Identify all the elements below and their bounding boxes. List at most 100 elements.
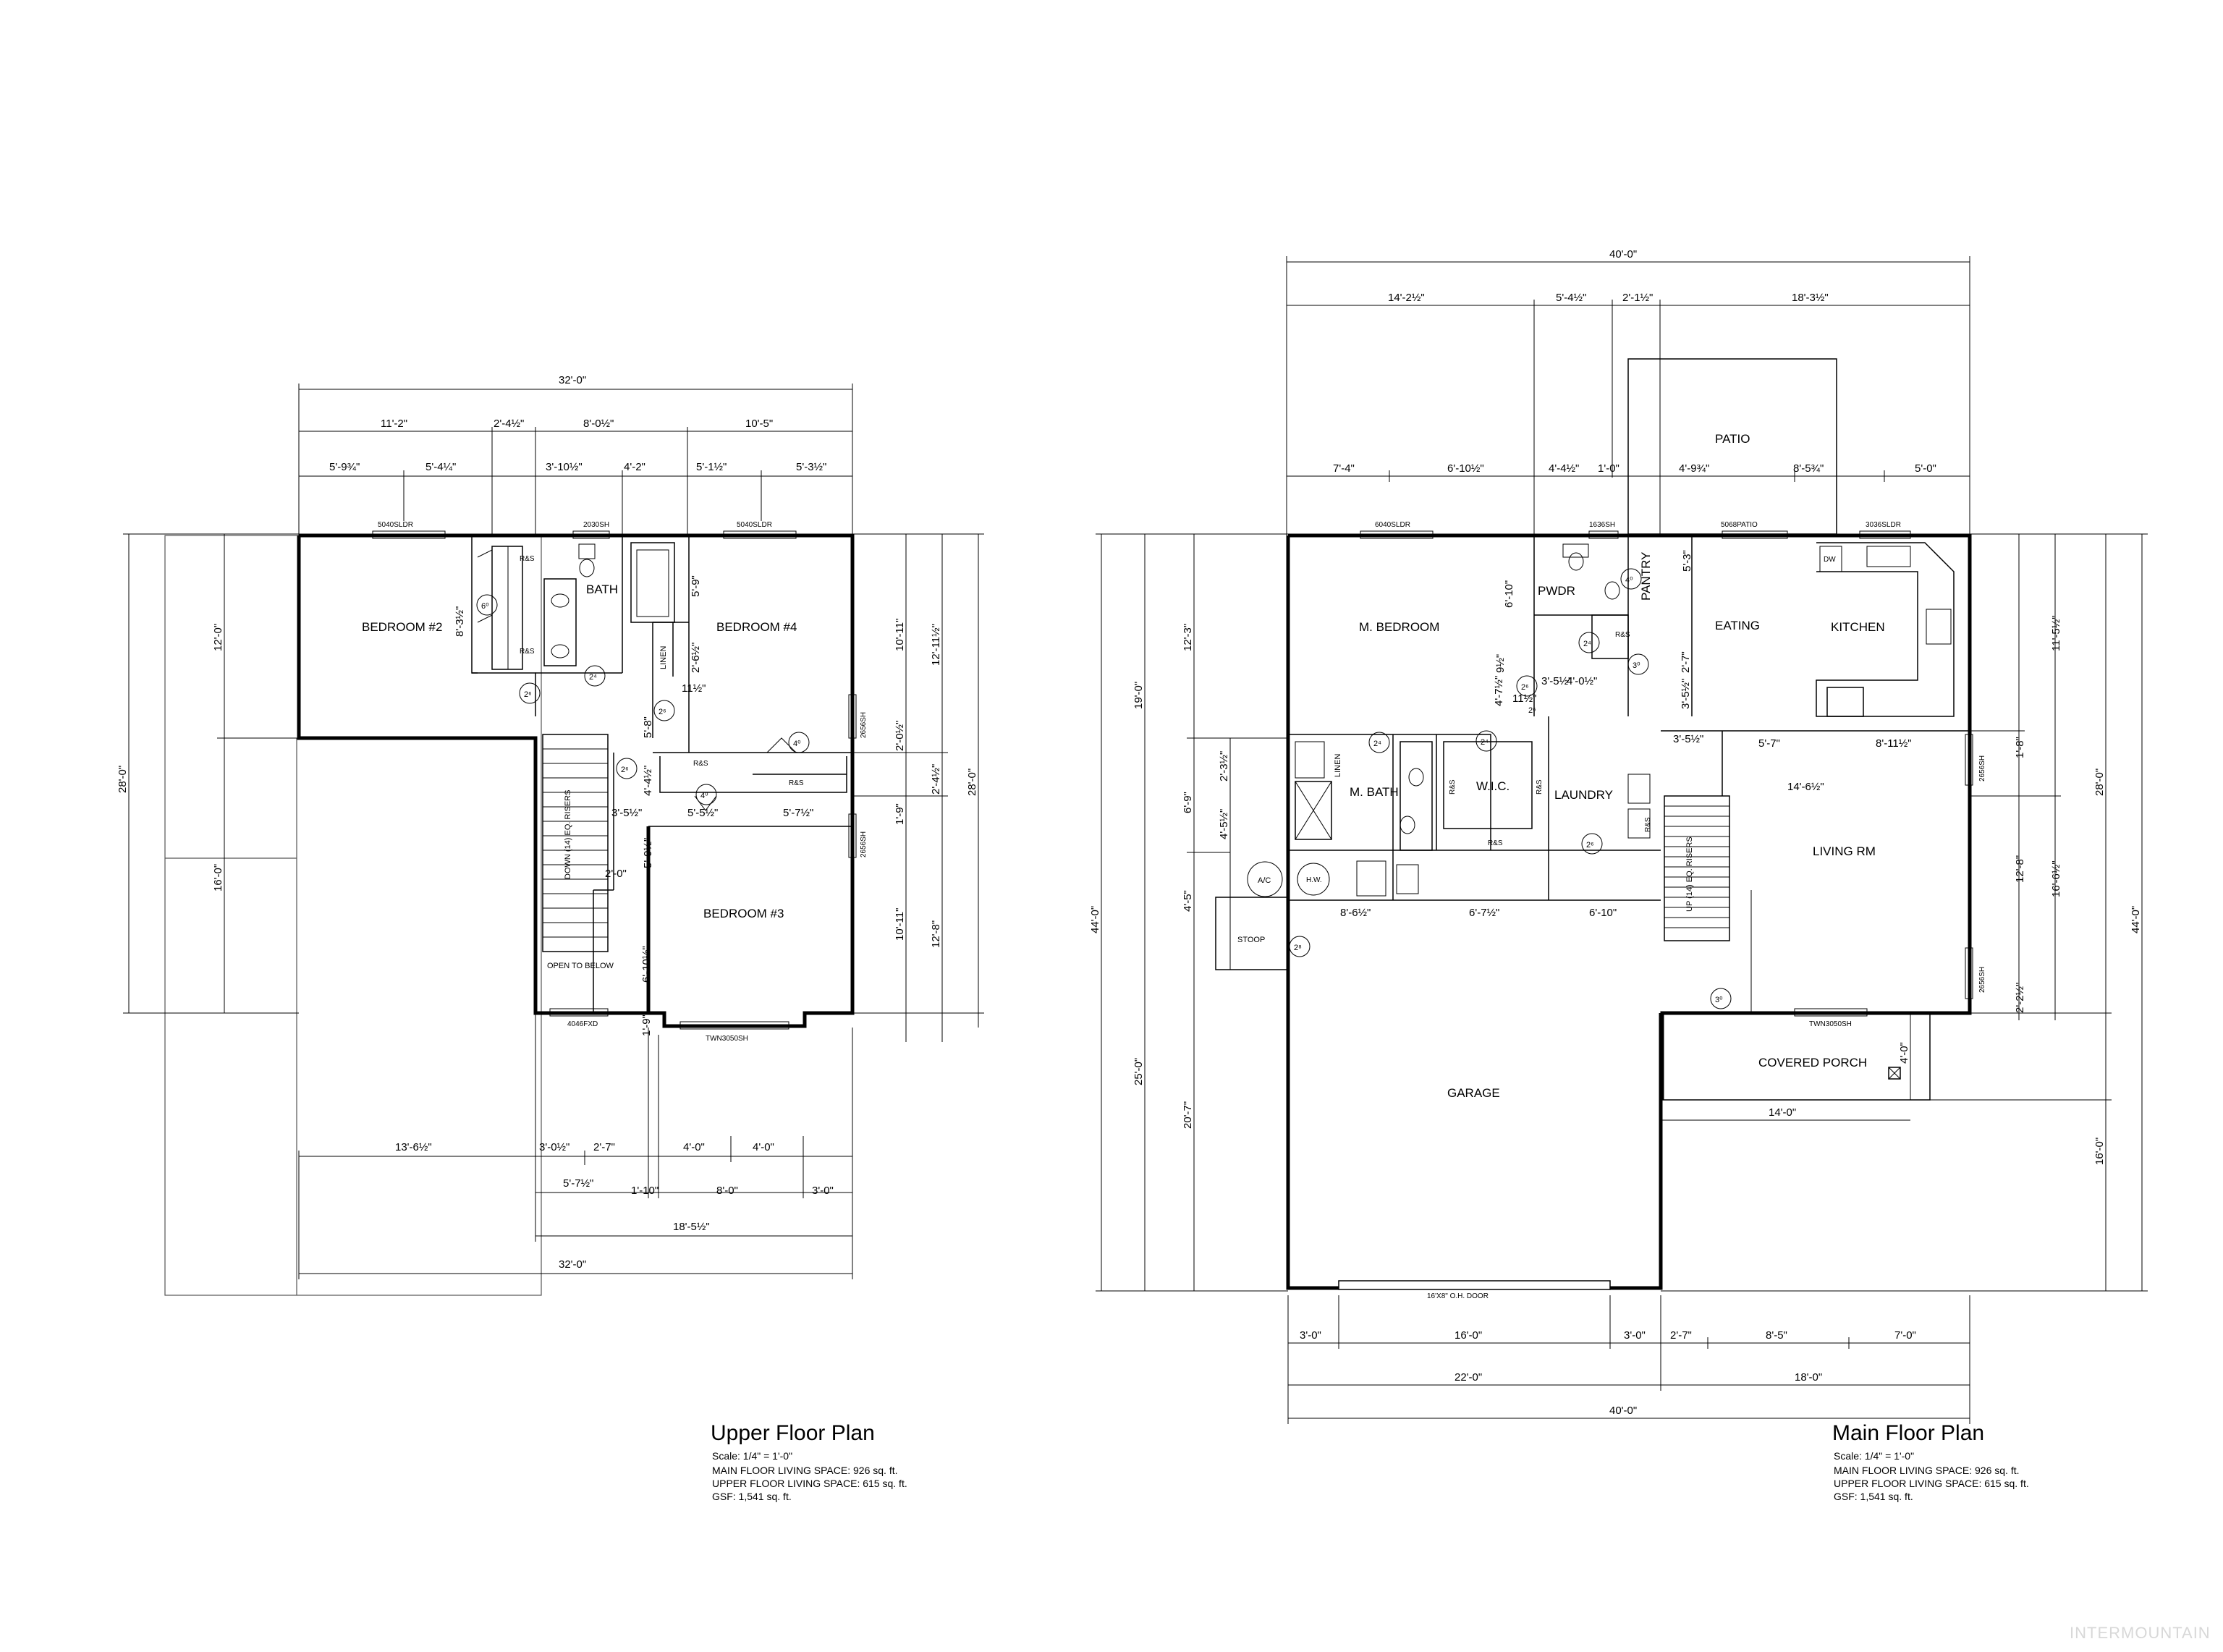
upper-window-3: 5040SLDR xyxy=(737,521,772,529)
upper-exterior-walls xyxy=(297,530,857,1030)
main-dim-b7: 22'-0" xyxy=(1455,1371,1482,1384)
main-door-tag-7: 2⁶ xyxy=(1586,841,1594,850)
upper-room-linen: LINEN xyxy=(659,646,668,669)
upper-dim-b10: 18'-5½" xyxy=(673,1221,710,1233)
main-dim-r6: 16'-6½" xyxy=(2050,860,2062,897)
main-dim-overall-top: 40'-0" xyxy=(1609,248,1637,260)
upper-door-tag-3: 2⁶ xyxy=(524,690,532,699)
upper-stairs-label: DOWN (14) EQ. RISERS xyxy=(564,790,572,879)
main-dim-b8: 18'-0" xyxy=(1795,1371,1822,1384)
main-plan-upper-space: UPPER FLOOR LIVING SPACE: 615 sq. ft. xyxy=(1834,1478,2029,1489)
main-dim-i10: 11½" xyxy=(1512,692,1536,705)
upper-window-2: 2030SH xyxy=(583,521,609,529)
upper-dim-r6: 1'-9" xyxy=(894,803,906,825)
upper-door-tags: 6⁰ 2⁴ 2⁶ 2⁶ 4⁰ 2⁶ 4⁰ xyxy=(476,594,810,805)
main-rs-3: R&S xyxy=(1536,779,1544,795)
main-dim-l5: 2'-3½" xyxy=(1218,751,1230,781)
main-dim-i2: 2'-7" xyxy=(1680,651,1692,673)
upper-window-5: 2656SH xyxy=(860,831,868,857)
main-dim-r7: 2'-2½" xyxy=(2014,983,2026,1013)
main-rs-2: R&S xyxy=(1449,779,1457,795)
main-dim-t3: 2'-1½" xyxy=(1622,292,1653,304)
upper-dimensions-top xyxy=(298,384,853,535)
main-dim-r3: 44'-0" xyxy=(2130,906,2142,933)
main-window-3: 5068PATIO xyxy=(1721,521,1758,529)
main-dim-t1: 14'-2½" xyxy=(1388,292,1425,304)
upper-room-bath: BATH xyxy=(586,583,618,596)
upper-dim-b7: 1'-10" xyxy=(631,1185,659,1197)
main-room-kitchen: KITCHEN xyxy=(1831,620,1885,634)
main-dim-b5: 8'-5" xyxy=(1766,1329,1787,1342)
main-window-6: 2656SH xyxy=(1978,967,1986,993)
upper-dim-in13: 1'-9" xyxy=(640,1015,653,1036)
main-window-5: 2656SH xyxy=(1978,755,1986,781)
upper-dim-r8: 2'-4½" xyxy=(930,764,942,795)
main-dim-i4: 3'-5½" xyxy=(1541,675,1572,687)
upper-door-tag-5: 4⁰ xyxy=(793,740,801,748)
upper-dim-in10: 5'-9½" xyxy=(642,838,654,868)
upper-plan-main-space: MAIN FLOOR LIVING SPACE: 926 sq. ft. xyxy=(712,1465,897,1476)
main-dimensions-left xyxy=(1096,533,1288,1292)
main-door-tag-9: 3⁰ xyxy=(1715,996,1723,1004)
upper-door-tag-2: 2⁴ xyxy=(589,673,597,682)
main-room-patio: PATIO xyxy=(1715,432,1750,446)
upper-plan-scale: Scale: 1/4" = 1'-0" xyxy=(712,1450,792,1462)
upper-dim-b5: 4'-0" xyxy=(753,1141,774,1153)
upper-room-bedroom2: BEDROOM #2 xyxy=(362,620,442,634)
upper-dim-overall: 32'-0" xyxy=(559,374,586,386)
main-dim-l3: 44'-0" xyxy=(1089,906,1101,933)
upper-dim-in7: 3'-5½" xyxy=(611,807,642,819)
main-dimensions-bottom xyxy=(1287,1295,1970,1424)
upper-dim-in1: 8'-3½" xyxy=(454,606,466,637)
main-dim-i15: 6'-7½" xyxy=(1469,907,1499,919)
main-dim-i14: 8'-6½" xyxy=(1340,907,1371,919)
main-room-laundry: LAUNDRY xyxy=(1554,788,1613,802)
upper-dim-b6: 5'-7½" xyxy=(563,1177,593,1190)
upper-door-tag-1: 6⁰ xyxy=(481,602,489,611)
upper-dim-d2: 2'-4½" xyxy=(494,418,524,430)
main-dim-t7: 4'-4½" xyxy=(1549,462,1579,475)
upper-dim-b8: 8'-0" xyxy=(716,1185,738,1197)
upper-dimensions-bottom xyxy=(298,1013,853,1279)
upper-window-4: 2656SH xyxy=(860,712,868,738)
main-dim-l2: 19'-0" xyxy=(1132,682,1145,709)
main-exterior-walls xyxy=(1215,530,1973,1290)
main-stairs-label: UP (14) EQ. RISERS xyxy=(1685,836,1694,912)
upper-plan-title: Upper Floor Plan xyxy=(711,1421,875,1445)
main-dim-i12: 5'-3" xyxy=(1681,550,1693,572)
upper-dim-d10: 5'-3½" xyxy=(796,461,826,473)
main-dim-b3: 3'-0" xyxy=(1624,1329,1646,1342)
upper-dim-b1: 13'-6½" xyxy=(395,1141,432,1153)
main-dim-r9: 16'-0" xyxy=(2093,1138,2106,1165)
upper-dim-right3: 28'-0" xyxy=(966,768,978,796)
main-room-mbed: M. BEDROOM xyxy=(1359,620,1439,634)
main-dim-l4: 6'-9" xyxy=(1182,792,1194,813)
main-dim-l8: 25'-0" xyxy=(1132,1058,1145,1085)
main-dim-b1: 3'-0" xyxy=(1300,1329,1321,1342)
upper-dim-in12: 6'-10½" xyxy=(640,946,653,983)
main-dim-l9: 20'-7" xyxy=(1182,1101,1194,1129)
upper-dim-r7: 2'-0½" xyxy=(894,721,906,751)
main-window-2: 1636SH xyxy=(1589,521,1615,529)
main-dim-i16: 6'-10" xyxy=(1589,907,1617,919)
upper-room-bedroom3: BEDROOM #3 xyxy=(703,907,784,920)
upper-dim-left2: 16'-0" xyxy=(212,864,224,891)
upper-dim-in11: 2'-0" xyxy=(605,868,627,880)
main-door-tag-4: 3⁰ xyxy=(1633,661,1640,670)
upper-dim-in3: 2'-6½" xyxy=(690,643,702,673)
main-overhead-door: 16'X8" O.H. DOOR xyxy=(1427,1292,1489,1300)
main-room-living: LIVING RM xyxy=(1813,844,1876,858)
upper-dim-b11: 32'-0" xyxy=(559,1258,586,1271)
main-dim-t10: 8'-5¾" xyxy=(1793,462,1824,475)
main-room-linen: LINEN xyxy=(1334,754,1342,777)
main-dim-r8: 4'-0" xyxy=(1898,1042,1910,1064)
upper-dim-b4: 4'-0" xyxy=(683,1141,705,1153)
main-dim-t9: 4'-9¾" xyxy=(1679,462,1709,475)
main-room-stoop: STOOP xyxy=(1237,936,1265,944)
upper-dim-d3: 8'-0½" xyxy=(583,418,614,430)
main-door-tag-6: 2⁴ xyxy=(1481,738,1489,747)
main-dim-i9: 14'-6½" xyxy=(1787,781,1824,793)
upper-dim-in6: 4'-4½" xyxy=(642,766,654,796)
upper-room-open: OPEN TO BELOW xyxy=(547,962,614,970)
